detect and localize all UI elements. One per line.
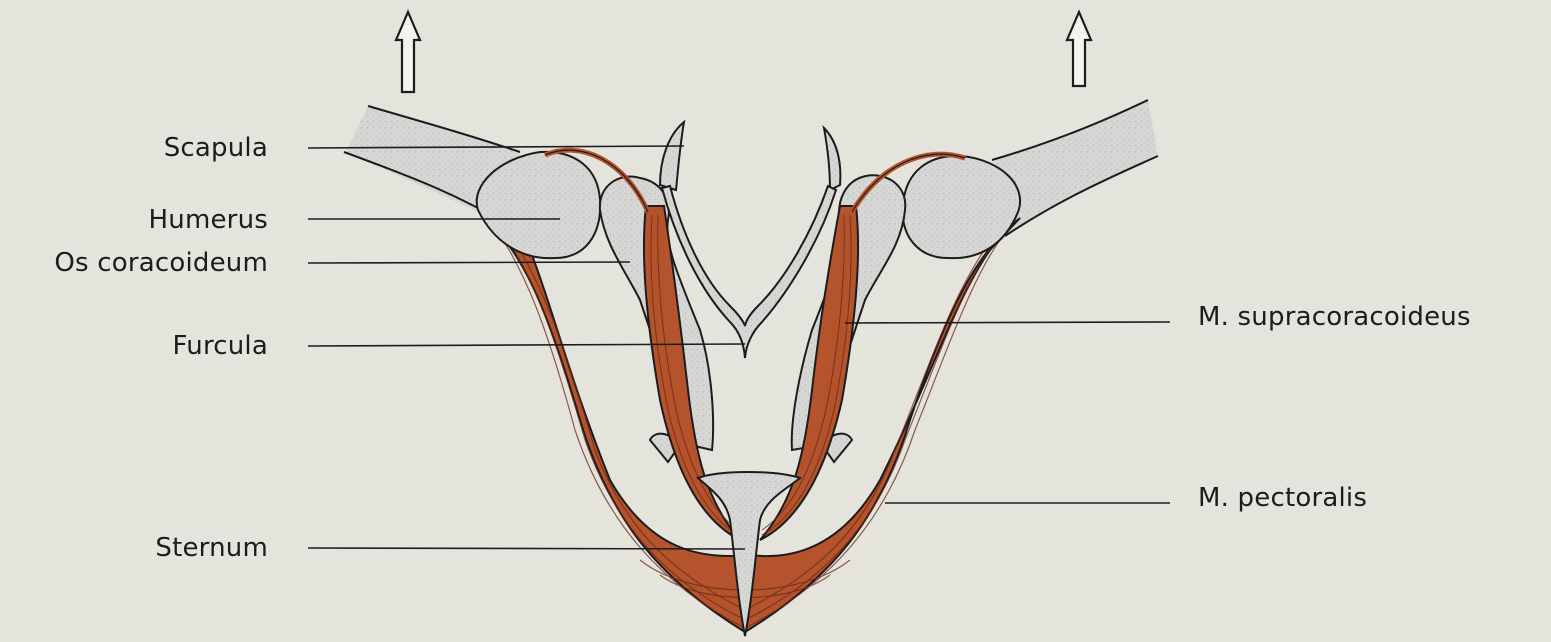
label-m-pectoralis: M. pectoralis (1198, 483, 1367, 513)
label-humerus: Humerus (149, 205, 268, 235)
os-coracoideum-leader-line (308, 262, 630, 263)
right-up-arrow-icon (1067, 12, 1091, 86)
left-scapula (660, 122, 684, 190)
sternum-leader-line (308, 548, 745, 549)
m-supracoracoideus-leader-line (845, 322, 1170, 323)
left-up-arrow-icon (396, 12, 420, 92)
label-scapula: Scapula (164, 133, 268, 163)
label-os-coracoideum: Os coracoideum (54, 248, 268, 278)
right-wing-bone (992, 100, 1158, 240)
label-furcula: Furcula (173, 331, 268, 361)
right-scapula (824, 128, 840, 190)
right-humerus-head (903, 156, 1020, 258)
label-m-supracoracoideus: M. supracoracoideus (1198, 302, 1471, 332)
label-sternum: Sternum (155, 533, 268, 563)
